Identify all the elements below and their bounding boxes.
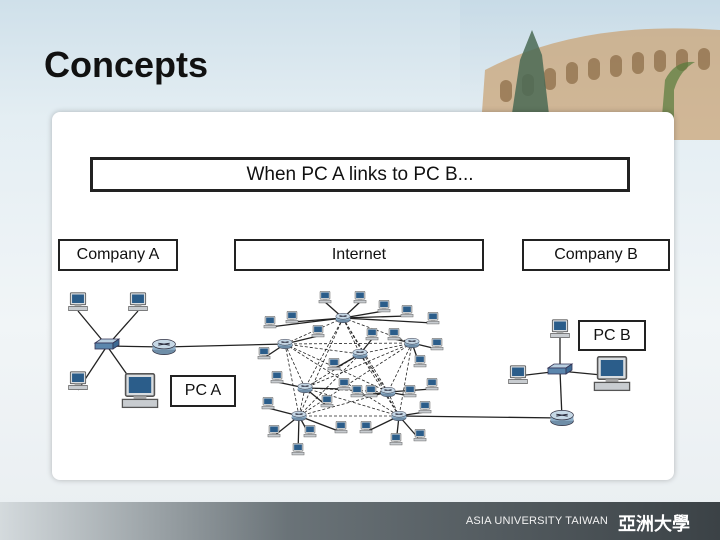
computer-icon — [508, 365, 528, 384]
internet-link-line — [284, 342, 413, 345]
internet-host-icon — [337, 378, 351, 391]
internet-host-icon — [426, 312, 440, 325]
university-name: ASIA UNIVERSITY TAIWAN — [465, 515, 608, 527]
pc-b-label: PC B — [578, 320, 646, 351]
internet-host-icon — [291, 443, 305, 456]
company-b-label: Company B — [522, 239, 670, 271]
internet-host-icon — [263, 316, 277, 329]
university-logo-text: 亞洲大學 — [618, 514, 690, 534]
internet-router-icon — [380, 386, 396, 398]
internet-router-icon — [352, 348, 368, 360]
footer-bar: ASIA UNIVERSITY TAIWAN 亞洲大學 — [0, 502, 720, 540]
computer-icon — [128, 292, 148, 311]
internet-host-icon — [377, 300, 391, 313]
company-b-router-icon — [550, 410, 574, 426]
computer-icon — [68, 292, 88, 311]
internet-link-line — [342, 317, 361, 355]
internet-host-icon — [311, 325, 325, 338]
wan-link-line — [398, 415, 563, 419]
internet-link-line — [359, 353, 389, 393]
host-link-line — [342, 317, 434, 324]
internet-router-icon — [404, 337, 420, 349]
computer-icon — [550, 319, 570, 338]
internet-host-icon — [359, 421, 373, 434]
internet-link-line — [304, 317, 344, 389]
internet-host-icon — [267, 425, 281, 438]
internet-host-icon — [353, 291, 367, 304]
internet-link-line — [342, 317, 400, 417]
host-link-line — [269, 317, 344, 328]
wan-link-line — [163, 343, 286, 348]
company-a-switch-icon — [93, 338, 121, 350]
internet-link-line — [387, 342, 413, 393]
internet-host-icon — [425, 378, 439, 391]
internet-link-line — [342, 317, 389, 393]
pc-b-computer-icon — [593, 355, 631, 392]
internet-label: Internet — [234, 239, 484, 271]
internet-host-icon — [320, 395, 334, 408]
slide-title: Concepts — [44, 44, 209, 85]
internet-host-icon — [318, 291, 332, 304]
internet-host-icon — [327, 358, 341, 371]
company-a-router-icon — [152, 339, 176, 355]
computer-icon — [68, 371, 88, 390]
internet-host-icon — [257, 347, 271, 360]
internet-router-icon — [335, 312, 351, 324]
internet-router-icon — [391, 410, 407, 422]
internet-host-icon — [303, 425, 317, 438]
internet-host-icon — [365, 328, 379, 341]
internet-host-icon — [400, 305, 414, 318]
internet-router-icon — [297, 382, 313, 394]
internet-host-icon — [430, 338, 444, 351]
company-a-label: Company A — [58, 239, 178, 271]
internet-host-icon — [413, 429, 427, 442]
internet-link-line — [298, 342, 413, 417]
internet-host-icon — [334, 421, 348, 434]
internet-router-icon — [291, 410, 307, 422]
internet-host-icon — [261, 397, 275, 410]
internet-link-line — [398, 342, 413, 417]
internet-host-icon — [364, 385, 378, 398]
internet-host-icon — [387, 328, 401, 341]
internet-link-line — [359, 353, 400, 417]
internet-link-line — [304, 387, 400, 417]
internet-host-icon — [389, 433, 403, 446]
pc-a-label: PC A — [170, 375, 236, 407]
internet-host-icon — [403, 385, 417, 398]
internet-link-line — [298, 353, 361, 417]
internet-host-icon — [270, 371, 284, 384]
internet-link-line — [284, 343, 306, 389]
pc-a-computer-icon — [121, 372, 159, 409]
company-b-switch-icon — [546, 363, 574, 375]
internet-host-icon — [413, 355, 427, 368]
internet-host-icon — [350, 385, 364, 398]
internet-host-icon — [418, 401, 432, 414]
internet-host-icon — [285, 311, 299, 324]
internet-link-line — [342, 317, 413, 344]
internet-link-line — [359, 342, 413, 355]
internet-link-line — [304, 342, 413, 389]
host-link-line — [342, 315, 408, 319]
internet-link-line — [284, 343, 361, 355]
internet-link-line — [284, 343, 300, 417]
internet-link-line — [298, 317, 344, 417]
internet-router-icon — [277, 338, 293, 350]
headline-box: When PC A links to PC B... — [90, 157, 630, 192]
